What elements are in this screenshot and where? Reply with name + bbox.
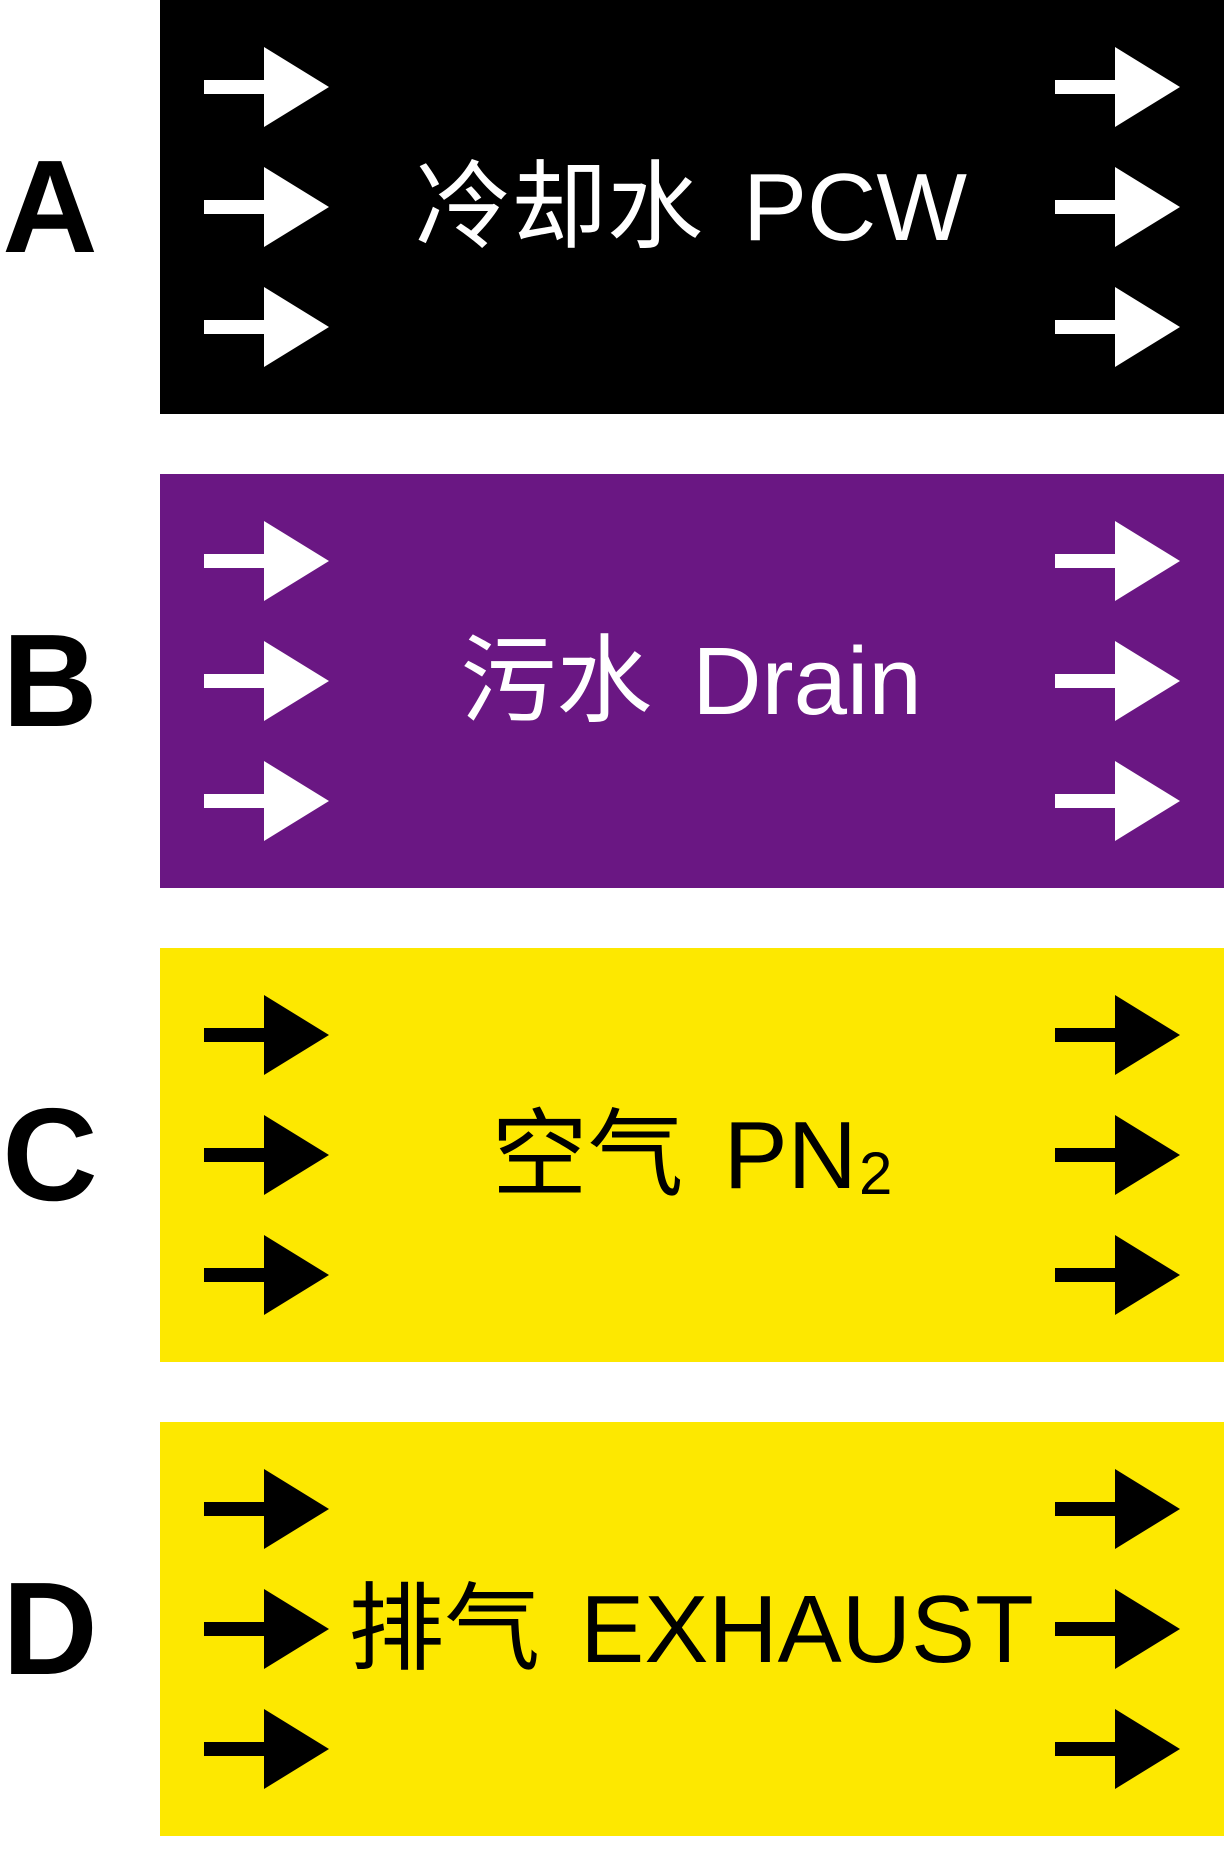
label-chinese: 排气 <box>348 1573 541 1685</box>
left-arrow-group <box>204 474 334 888</box>
right-arrow-icon <box>204 641 334 721</box>
right-arrow-icon <box>204 167 334 247</box>
left-arrow-group <box>204 0 334 414</box>
pipe-marker-d: 排气 EXHAUST <box>160 1422 1224 1836</box>
right-arrow-group <box>1055 0 1185 414</box>
row-letter-b: B <box>2 607 98 754</box>
label-chinese: 冷却水 <box>415 151 704 263</box>
right-arrow-icon <box>1055 1115 1185 1195</box>
marker-row-b: B 污水 Drain <box>0 474 1224 888</box>
label-chinese: 空气 <box>491 1099 684 1211</box>
right-arrow-icon <box>1055 1469 1185 1549</box>
marker-row-c: C 空气 PN2 <box>0 948 1224 1362</box>
right-arrow-icon <box>204 1469 334 1549</box>
right-arrow-icon <box>1055 287 1185 367</box>
row-letter-c: C <box>2 1081 98 1228</box>
right-arrow-icon <box>204 761 334 841</box>
right-arrow-icon <box>1055 47 1185 127</box>
pipe-marker-b: 污水 Drain <box>160 474 1224 888</box>
right-arrow-icon <box>1055 1709 1185 1789</box>
label-english: Drain <box>692 628 922 735</box>
marker-label: 污水 Drain <box>160 474 1224 888</box>
marker-label: 空气 PN2 <box>160 948 1224 1362</box>
right-arrow-group <box>1055 474 1185 888</box>
marker-row-a: A 冷却水 PCW <box>0 0 1224 414</box>
right-arrow-icon <box>204 1589 334 1669</box>
left-arrow-group <box>204 948 334 1362</box>
right-arrow-icon <box>1055 1589 1185 1669</box>
right-arrow-icon <box>1055 995 1185 1075</box>
right-arrow-icon <box>204 1115 334 1195</box>
right-arrow-icon <box>204 287 334 367</box>
right-arrow-icon <box>204 47 334 127</box>
marker-row-d: D 排气 EXHAUST <box>0 1422 1224 1836</box>
right-arrow-icon <box>204 521 334 601</box>
right-arrow-icon <box>1055 641 1185 721</box>
row-letter-d: D <box>2 1555 98 1702</box>
pipe-marker-c: 空气 PN2 <box>160 948 1224 1362</box>
right-arrow-group <box>1055 948 1185 1362</box>
label-english: PCW <box>743 154 967 261</box>
right-arrow-group <box>1055 1422 1185 1836</box>
right-arrow-icon <box>1055 761 1185 841</box>
row-letter-a: A <box>2 133 98 280</box>
right-arrow-icon <box>1055 167 1185 247</box>
right-arrow-icon <box>1055 1235 1185 1315</box>
label-subscript: 2 <box>858 1140 893 1207</box>
marker-label: 排气 EXHAUST <box>160 1422 1224 1836</box>
label-english: EXHAUST <box>580 1576 1034 1683</box>
marker-label: 冷却水 PCW <box>160 0 1224 414</box>
right-arrow-icon <box>204 1709 334 1789</box>
label-chinese: 污水 <box>460 625 653 737</box>
right-arrow-icon <box>1055 521 1185 601</box>
pipe-marker-a: 冷却水 PCW <box>160 0 1224 414</box>
label-english: PN <box>723 1102 857 1209</box>
right-arrow-icon <box>204 1235 334 1315</box>
right-arrow-icon <box>204 995 334 1075</box>
left-arrow-group <box>204 1422 334 1836</box>
